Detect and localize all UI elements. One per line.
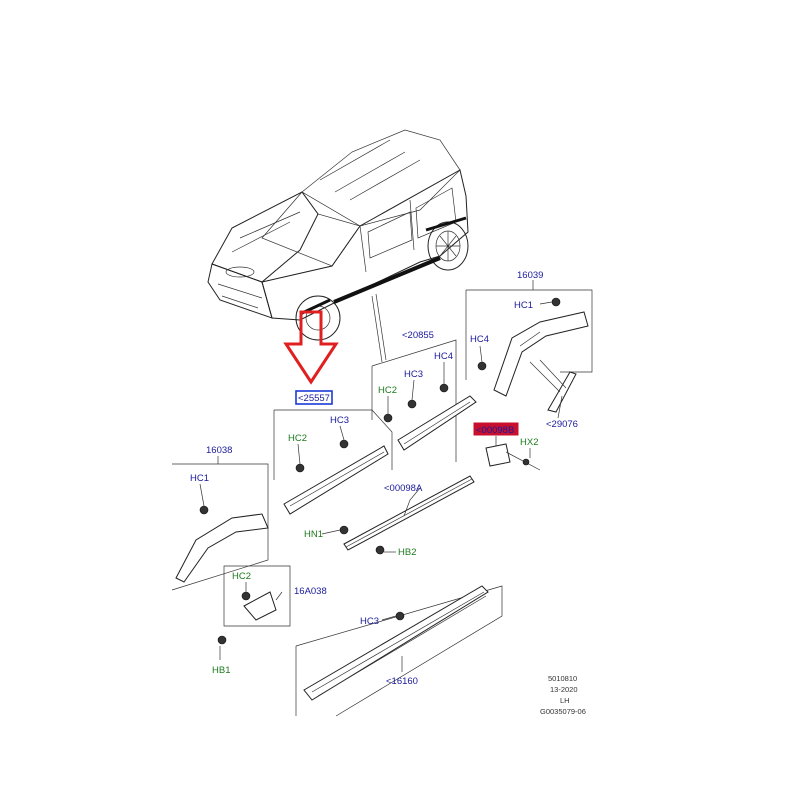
- fastener-label-hc1-left: HC1: [190, 473, 209, 484]
- callout-16038: 16038: [206, 445, 232, 456]
- diagram-code-line3: LH: [560, 696, 570, 705]
- callout-00098a: <00098A: [384, 483, 423, 494]
- callout-16a038: 16A038: [294, 586, 327, 597]
- highlight-box-25557[interactable]: [295, 390, 333, 405]
- fastener-label-hx2: HX2: [520, 437, 538, 448]
- door-moulding-front: [283, 445, 389, 515]
- wheel-arch-moulding-front: [175, 513, 269, 583]
- fastener-label-hc4-mid: HC4: [434, 351, 453, 362]
- fastener-label-hc3-bottom: HC3: [360, 616, 379, 627]
- diagram-code-line1: 5010810: [548, 674, 577, 683]
- diagram-code-line2: 13-2020: [550, 685, 578, 694]
- fastener-label-hn1: HN1: [304, 529, 323, 540]
- fastener-label-hc3-mid: HC3: [404, 369, 423, 380]
- fastener-label-hc2-bottom: HC2: [232, 571, 251, 582]
- bracket-00098b: [485, 443, 511, 467]
- label-leaders: [199, 280, 563, 672]
- mud-flap-16a038: [243, 591, 277, 621]
- fastener-label-hc1-right: HC1: [514, 300, 533, 311]
- fastener-label-hc2-mid: HC2: [378, 385, 397, 396]
- vehicle-illustration: [207, 129, 469, 341]
- callout-00098b: <00098B: [476, 425, 514, 436]
- fastener-label-hc2-left: HC2: [288, 433, 307, 444]
- callout-16039: 16039: [517, 270, 543, 281]
- callout-25557: <25557: [298, 393, 330, 404]
- group-frames: [171, 289, 593, 717]
- trim-strip-29076: [547, 371, 577, 413]
- wheel-arch-moulding-rear: [493, 311, 589, 397]
- fastener-label-hb1: HB1: [212, 665, 230, 676]
- fastener-label-hc3-left: HC3: [330, 415, 349, 426]
- fastener-label-hc4-right: HC4: [470, 334, 489, 345]
- down-arrow-outline-icon: [283, 310, 339, 385]
- callout-20855: <20855: [402, 330, 434, 341]
- leader-line: [371, 293, 387, 363]
- fastener-label-hb2: HB2: [398, 547, 416, 558]
- highlight-box-00098b[interactable]: [473, 422, 519, 436]
- callout-16160: <16160: [386, 676, 418, 687]
- diagram-code-line4: G0035079-06: [540, 707, 586, 716]
- callout-29076: <29076: [546, 419, 578, 430]
